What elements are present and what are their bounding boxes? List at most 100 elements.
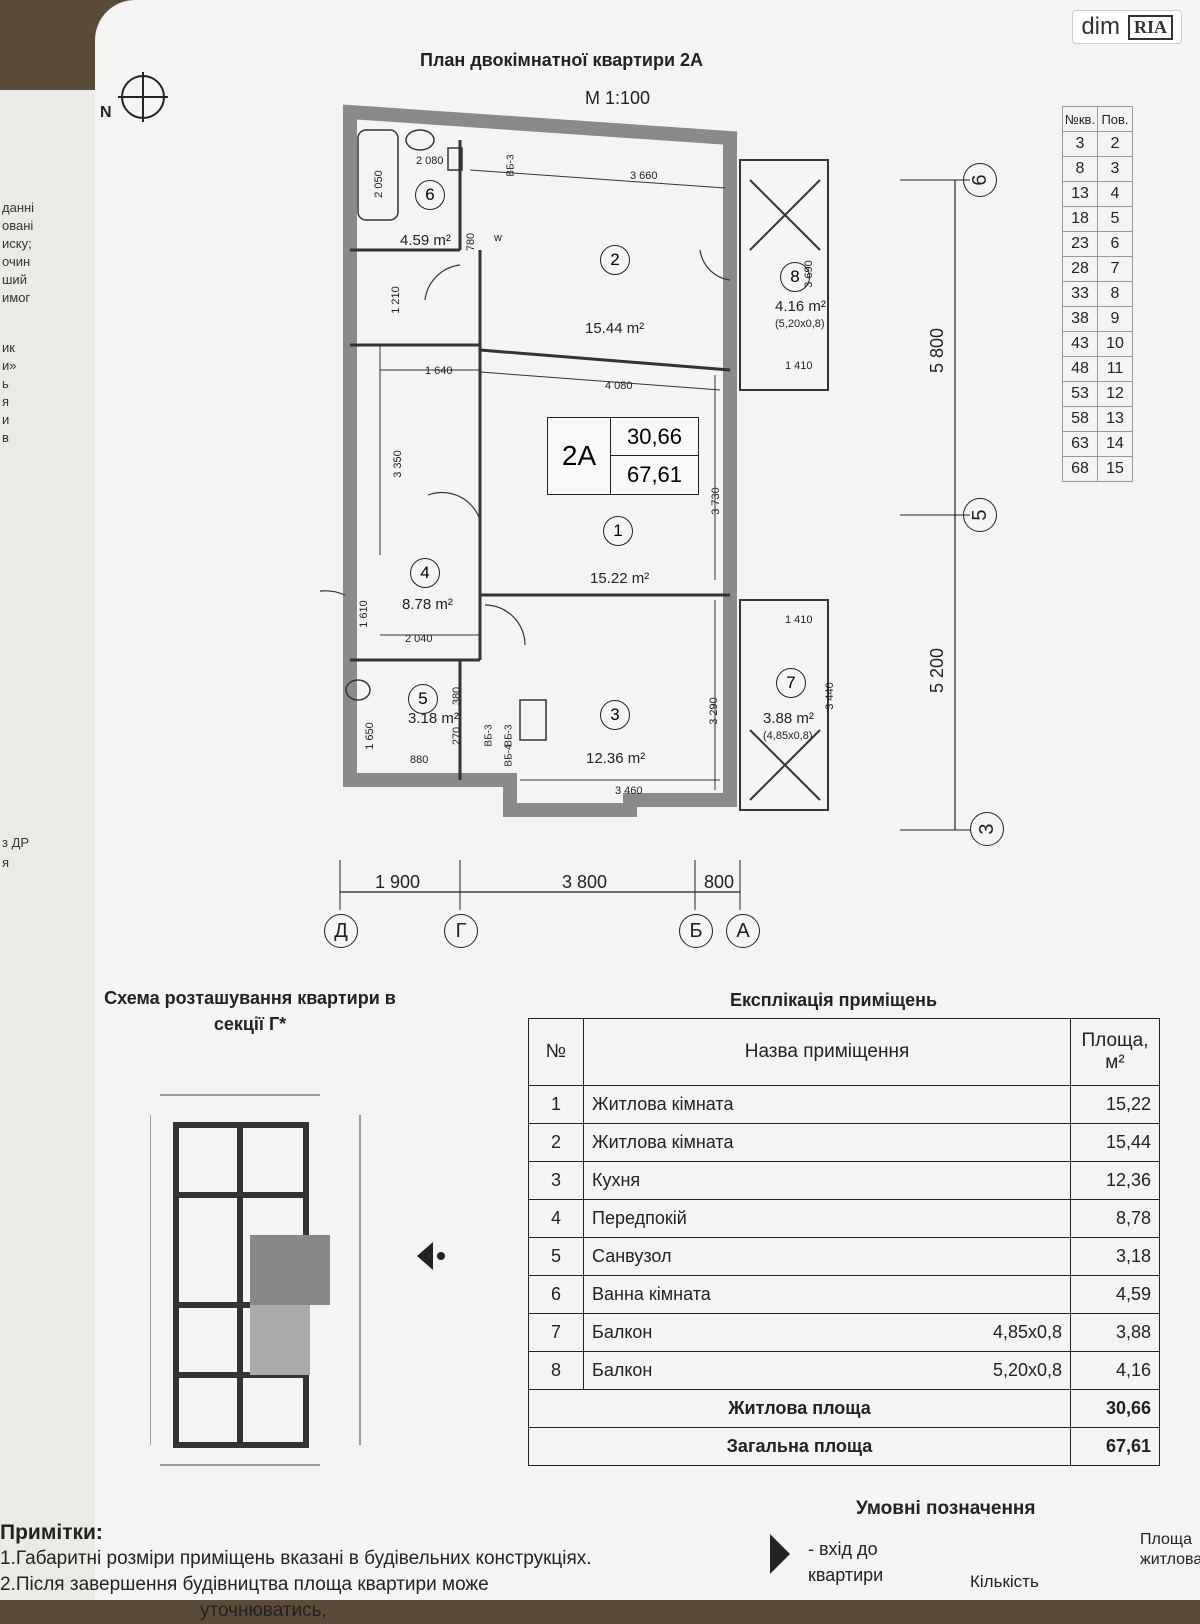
legend-entrance-line: квартири [808,1565,884,1585]
apartment-code-box: 2А 30,66 67,61 [547,417,699,495]
left-fragment: и [2,412,10,427]
notes-heading: Примітки: [0,1521,103,1544]
row-no: 1 [528,1085,584,1124]
axis-label: А [726,914,760,948]
bottom-dimension-line [339,860,741,910]
plan-scale: М 1:100 [585,88,651,108]
room-area: 15.22 m² [590,570,650,587]
dim-label: 880 [410,754,429,766]
row-dims [899,1161,1072,1200]
dim-label: 3 350 [391,450,404,478]
left-fragment: в [2,430,9,445]
floor-table-header: №кв. Пов. [1062,106,1133,132]
room-area: 4.59 m² [400,232,451,249]
row-name: Балкон [583,1313,900,1352]
floor-cell: 58 [1062,406,1098,432]
dim-label: 1 650 [363,722,376,750]
floor-cell: 12 [1097,381,1133,407]
legend-entrance-line: - вхід до [808,1539,878,1559]
left-fragment: я [2,394,10,409]
explication-header: № Назва приміщення Площа, м² [528,1018,1160,1086]
dim-label: 5 800 [927,327,948,374]
room-number: 8 [780,262,810,292]
axis-label: Д [324,914,358,948]
apartment-living-area: 30,66 [611,418,698,456]
row-dims: 5,20x0,8 [899,1351,1072,1390]
north-label: N [100,104,112,121]
row-name: Житлова кімната [583,1123,900,1162]
left-fragment: з ДР [2,835,30,850]
shaft-label: ВБ-3 [505,154,517,177]
legend-area-line: Площа [1140,1531,1192,1548]
compass-icon [118,72,168,122]
explication-title: Експлікація приміщень [730,990,938,1010]
floor-cell: 10 [1097,331,1133,357]
row-name: Санвузол [583,1237,900,1276]
axis-label: 5 [963,498,997,532]
legend-entrance-text: - вхід до квартири [808,1536,883,1588]
floor-cell: 8 [1097,281,1133,307]
row-area: 12,36 [1070,1161,1160,1200]
schema-title-line: Схема розташування квартири в [104,988,396,1008]
row-area: 8,78 [1070,1199,1160,1238]
col-area: Площа, м² [1070,1018,1160,1086]
left-fragment: ик [2,340,15,355]
dim-label: 3 660 [630,170,658,182]
row-area: 4,16 [1070,1351,1160,1390]
room-area: 4.16 m² [775,298,826,315]
row-dims [899,1123,1072,1162]
left-fragment: я [2,855,10,870]
left-fragment: ший [2,272,27,287]
floor-cell: 23 [1062,231,1098,257]
floor-cell: 13 [1097,406,1133,432]
left-fragment: ь [2,376,9,391]
row-dims [899,1199,1072,1238]
living-area-label: Житлова площа [528,1389,1071,1428]
row-area: 15,44 [1070,1123,1160,1162]
watermark-brand: RIA [1127,14,1173,40]
room-number: 6 [415,180,445,210]
floor-cell: 8 [1062,156,1098,182]
dim-label: 3 460 [615,785,643,797]
right-dimension-line [900,179,970,831]
living-area-value: 30,66 [1070,1389,1160,1428]
room-area: 8.78 m² [402,596,453,613]
room-number: 2 [600,245,630,275]
dim-label: 3 290 [707,697,720,725]
room-number: 4 [410,558,440,588]
dim-label: 800 [704,872,735,892]
floor-cell: 6 [1097,231,1133,257]
dim-label: 1 640 [425,365,453,377]
dim-label: 2 080 [416,155,444,167]
left-fragment: данні [2,200,35,215]
floor-cell: 13 [1062,181,1098,207]
entrance-arrow-icon [770,1534,790,1574]
shaft-label: ВБ-3 [483,724,495,747]
dim-label: 3 440 [823,682,836,710]
row-no: 6 [528,1275,584,1314]
floor-cell: 38 [1062,306,1098,332]
plan-title: План двокімнатної квартири 2А [420,50,704,70]
row-dims: 4,85x0,8 [899,1313,1072,1352]
dim-label: 2 040 [405,633,433,645]
axis-label: 6 [963,163,997,197]
left-fragment: и» [2,358,17,373]
entrance-direction-icon [417,1242,445,1270]
floor-cell: 9 [1097,306,1133,332]
legend-area-label: Площа житлова [1140,1530,1200,1570]
